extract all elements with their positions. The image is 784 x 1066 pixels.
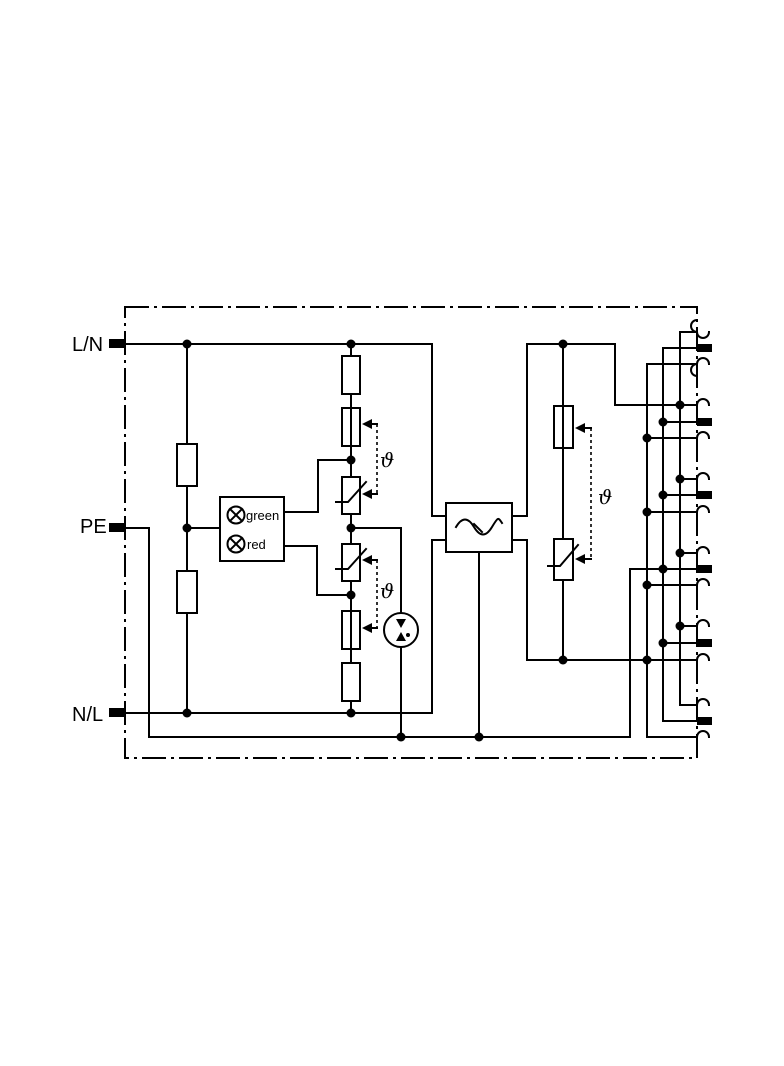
terminal-label-pe: PE: [80, 516, 107, 538]
wiring: [125, 331, 698, 738]
terminal-nl: [109, 708, 126, 717]
terminal-pe: [109, 523, 126, 532]
lamp-red-label: red: [247, 537, 266, 552]
indicator-box: green red: [219, 496, 285, 562]
terminal-label-ln: L/N: [72, 334, 103, 356]
housing-frame: [124, 306, 698, 759]
filter-block: [445, 502, 513, 553]
thermal-symbol-2: ϑ: [380, 579, 394, 603]
resistor-top: [341, 355, 361, 395]
resistor-upper: [176, 443, 198, 487]
varistor-1: [335, 476, 378, 515]
lamp-green-label: green: [246, 508, 279, 523]
junction-dots: [182, 339, 685, 742]
varistor-3: [547, 538, 592, 581]
varistor-2: [335, 543, 378, 582]
lamp-green-icon: [226, 505, 246, 525]
thermal-fuse-1: [341, 407, 378, 447]
lamp-red-icon: [226, 534, 246, 554]
thermal-symbol-1: ϑ: [380, 448, 394, 472]
gas-arrester-icon: [383, 612, 419, 648]
terminal-label-nl: N/L: [72, 704, 103, 726]
thermal-fuse-3: [553, 405, 592, 449]
resistor-lower: [176, 570, 198, 614]
thermal-fuse-2: [341, 610, 378, 650]
resistor-bottom: [341, 662, 361, 702]
output-contacts: [690, 318, 712, 739]
terminal-ln: [109, 339, 126, 348]
thermal-symbol-3: ϑ: [598, 485, 612, 509]
